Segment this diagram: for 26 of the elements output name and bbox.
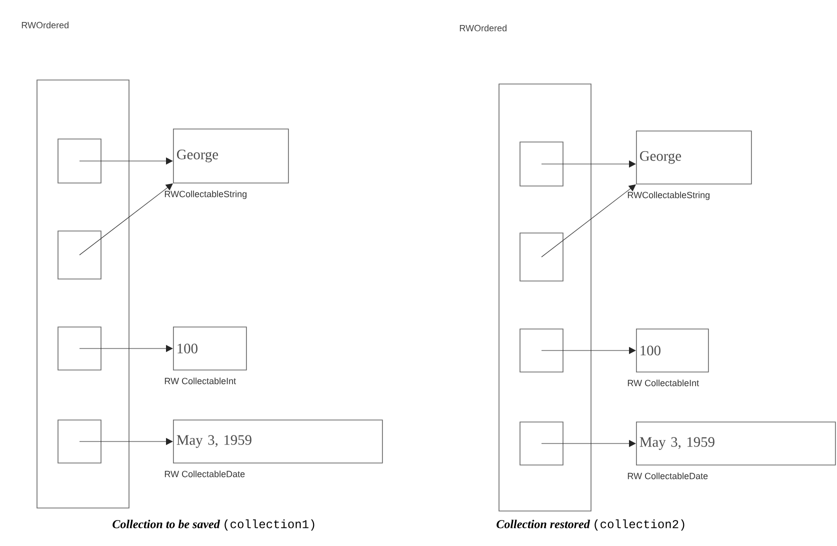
figure-caption: Collection restored (collection2) [496, 519, 684, 531]
container-box [498, 84, 592, 512]
class-name: RW CollectableInt [628, 380, 699, 386]
slot-box [58, 420, 102, 464]
value-box: May 3, 1959 [173, 420, 383, 464]
slot-box [58, 138, 102, 184]
value-box: George [636, 130, 752, 184]
slot-box [58, 326, 102, 370]
figure-caption: Collection to be saved (collection1) [112, 519, 314, 531]
class-name: RWOrdered [22, 22, 68, 28]
class-name: RWCollectableString [628, 192, 710, 200]
class-name: RWCollectableString [164, 190, 246, 199]
value-box: 100 [636, 328, 709, 372]
slot-box [520, 142, 564, 186]
slot-box [58, 230, 102, 280]
value-box: George [173, 128, 289, 184]
class-name: RW CollectableInt [164, 378, 236, 384]
slot-box [520, 328, 564, 372]
value-box: 100 [173, 326, 247, 370]
slot-box [520, 422, 564, 466]
slot-box [520, 232, 564, 282]
class-name: RW CollectableDate [628, 472, 708, 480]
class-name: RWOrdered [460, 24, 506, 32]
class-name: RW CollectableDate [164, 470, 245, 478]
container-box [36, 80, 130, 508]
value-box: May 3, 1959 [636, 422, 836, 466]
